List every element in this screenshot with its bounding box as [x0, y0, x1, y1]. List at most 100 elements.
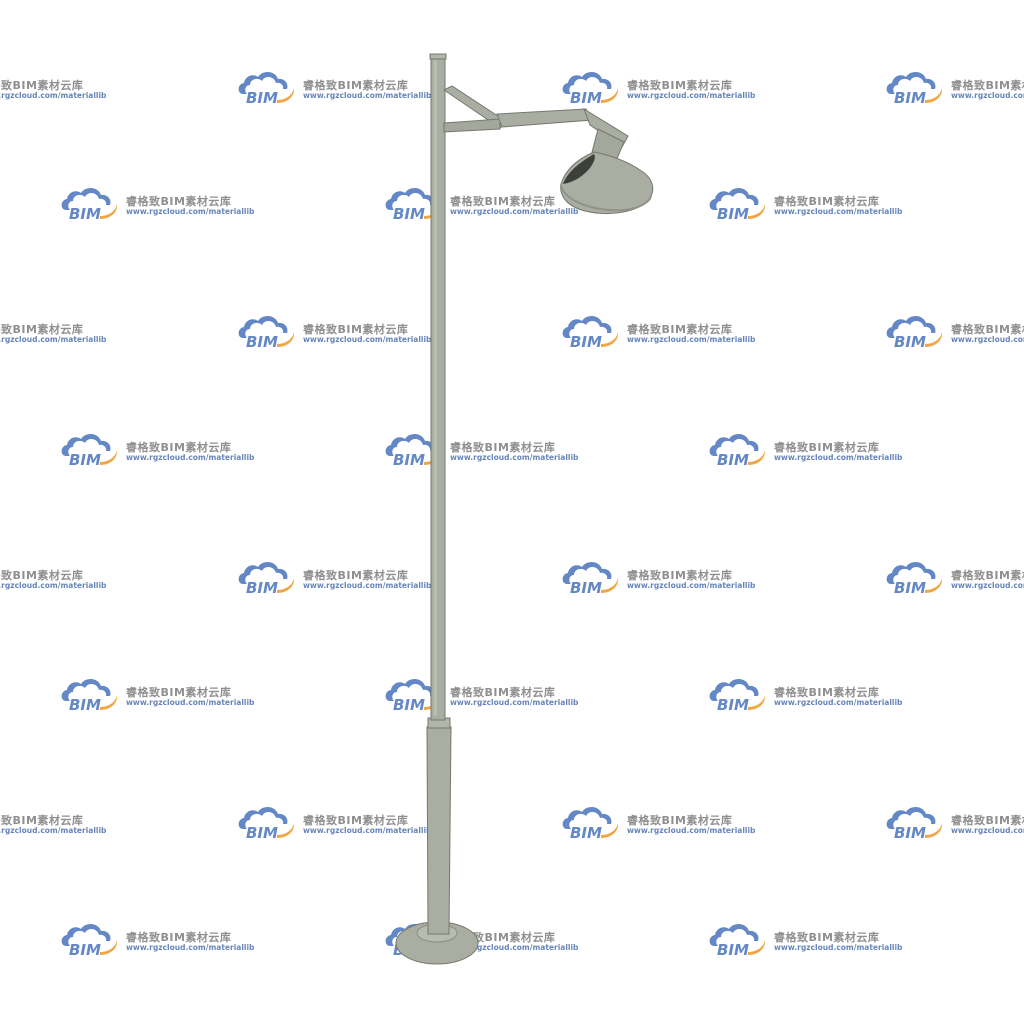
- watermark-name: 睿格致BIM素材云库: [774, 931, 880, 944]
- cloud-logo-icon: BIM: [238, 806, 295, 842]
- watermark-url: www.rgzcloud.com/materiallib: [774, 698, 903, 707]
- watermark-name: 睿格致BIM素材云库: [951, 79, 1024, 92]
- watermark-url: www.rgzcloud.com/materiallib: [774, 943, 903, 952]
- watermark: BIM睿格致BIM素材云库www.rgzcloud.com/materialli…: [0, 803, 106, 843]
- watermark-url: www.rgzcloud.com/materiallib: [126, 453, 255, 462]
- watermark-url: www.rgzcloud.com/materiallib: [0, 581, 107, 590]
- watermark-url: www.rgzcloud.com/materiallib: [0, 826, 107, 835]
- watermark-name: 睿格致BIM素材云库: [951, 569, 1024, 582]
- lamp-arm-main: [496, 108, 593, 128]
- watermark-logo-text: BIM: [570, 824, 602, 842]
- cloud-logo-icon: BIM: [238, 71, 295, 107]
- watermark-logo-text: BIM: [69, 451, 101, 469]
- watermark-logo-text: BIM: [246, 579, 278, 597]
- watermark-name: 睿格致BIM素材云库: [126, 441, 232, 454]
- watermark-name: 睿格致BIM素材云库: [303, 79, 409, 92]
- cloud-logo-icon: BIM: [886, 71, 943, 107]
- watermark-url: www.rgzcloud.com/materiallib: [450, 943, 579, 952]
- cloud-logo-icon: BIM: [562, 561, 619, 597]
- watermark-url: www.rgzcloud.com/materiallib: [627, 826, 756, 835]
- watermark-logo-text: BIM: [894, 824, 926, 842]
- watermark: BIM睿格致BIM素材云库www.rgzcloud.com/materialli…: [0, 312, 106, 352]
- watermark-logo-text: BIM: [717, 941, 749, 959]
- watermark-name: 睿格致BIM素材云库: [0, 79, 84, 92]
- watermark-logo-text: BIM: [246, 333, 278, 351]
- cloud-logo-icon: BIM: [886, 806, 943, 842]
- lamp-shade-rim: [560, 185, 652, 212]
- watermark-url: www.rgzcloud.com/materiallib: [951, 581, 1024, 590]
- watermark: BIM睿格致BIM素材云库www.rgzcloud.com/materialli…: [885, 803, 1024, 843]
- watermark-url: www.rgzcloud.com/materiallib: [303, 91, 432, 100]
- cloud-logo-icon: BIM: [709, 923, 766, 959]
- watermark-name: 睿格致BIM素材云库: [450, 441, 556, 454]
- watermark-logo-text: BIM: [894, 333, 926, 351]
- watermark-url: www.rgzcloud.com/materiallib: [303, 581, 432, 590]
- watermark-name: 睿格致BIM素材云库: [126, 195, 232, 208]
- watermark: BIM 睿格致BIM素材云库www.rgzcloud.com/materialli…: [885, 558, 1024, 598]
- watermark-url: www.rgzcloud.com/materiallib: [951, 335, 1024, 344]
- watermark-url: www.rgzcloud.com/materiallib: [0, 91, 107, 100]
- cloud-logo-icon: BIM: [238, 561, 295, 597]
- watermark-url: www.rgzcloud.com/materiallib: [126, 943, 255, 952]
- watermark-url: www.rgzcloud.com/materiallib: [450, 207, 579, 216]
- watermark-name: 睿格致BIM素材云库: [951, 323, 1024, 336]
- cloud-logo-icon: BIM: [709, 678, 766, 714]
- watermark-logo-text: BIM: [717, 451, 749, 469]
- watermark-logo-text: BIM: [894, 89, 926, 107]
- lamp-shade: [560, 151, 654, 214]
- watermark-name: 睿格致BIM素材云库: [774, 441, 880, 454]
- watermark-logo-text: BIM: [393, 205, 425, 223]
- watermark-name: 睿格致BIM素材云库: [0, 569, 84, 582]
- watermark-url: www.rgzcloud.com/materiallib: [450, 453, 579, 462]
- watermark-url: www.rgzcloud.com/materiallib: [126, 207, 255, 216]
- watermark-name: 睿格致BIM素材云库: [774, 686, 880, 699]
- watermark-name: 睿格致BIM素材云库: [126, 686, 232, 699]
- watermark-name: 睿格致BIM素材云库: [450, 686, 556, 699]
- watermark-name: 睿格致BIM素材云库: [303, 814, 409, 827]
- watermark-logo-text: BIM: [717, 205, 749, 223]
- watermark-logo-text: BIM: [246, 824, 278, 842]
- cloud-logo-icon: BIM: [886, 561, 943, 597]
- cloud-logo-icon: BIM: [886, 315, 943, 351]
- cloud-logo-icon: BIM: [61, 187, 118, 223]
- watermark-logo-text: BIM: [393, 696, 425, 714]
- watermark-url: www.rgzcloud.com/materiallib: [627, 581, 756, 590]
- watermark-name: 睿格致BIM素材云库: [627, 569, 733, 582]
- lamp-pole-highlight: [434, 60, 437, 716]
- watermark-logo-text: BIM: [717, 696, 749, 714]
- watermark-name: 睿格致BIM素材云库: [0, 323, 84, 336]
- watermark-url: www.rgzcloud.com/materiallib: [450, 698, 579, 707]
- watermark-logo-text: BIM: [894, 579, 926, 597]
- watermark-url: www.rgzcloud.com/materiallib: [774, 207, 903, 216]
- watermark-url: www.rgzcloud.com/materiallib: [0, 335, 107, 344]
- cloud-logo-icon: BIM: [61, 923, 118, 959]
- watermark-url: www.rgzcloud.com/materiallib: [126, 698, 255, 707]
- watermark-name: 睿格致BIM素材云库: [126, 931, 232, 944]
- lamp-arm-lower: [443, 118, 501, 133]
- watermark-name: 睿格致BIM素材云库: [774, 195, 880, 208]
- watermark: BIM睿格致BIM素材云库www.rgzcloud.com/materialli…: [885, 68, 1024, 108]
- lamp-pole-lower: [426, 726, 452, 935]
- watermark-logo-text: BIM: [393, 451, 425, 469]
- watermark-logo-text: BIM: [570, 89, 602, 107]
- watermark-url: www.rgzcloud.com/materiallib: [627, 335, 756, 344]
- watermark-logo-text: BIM: [69, 205, 101, 223]
- watermark: BIM 睿格致BIM素材云库www.rgzcloud.com/materialli…: [885, 312, 1024, 352]
